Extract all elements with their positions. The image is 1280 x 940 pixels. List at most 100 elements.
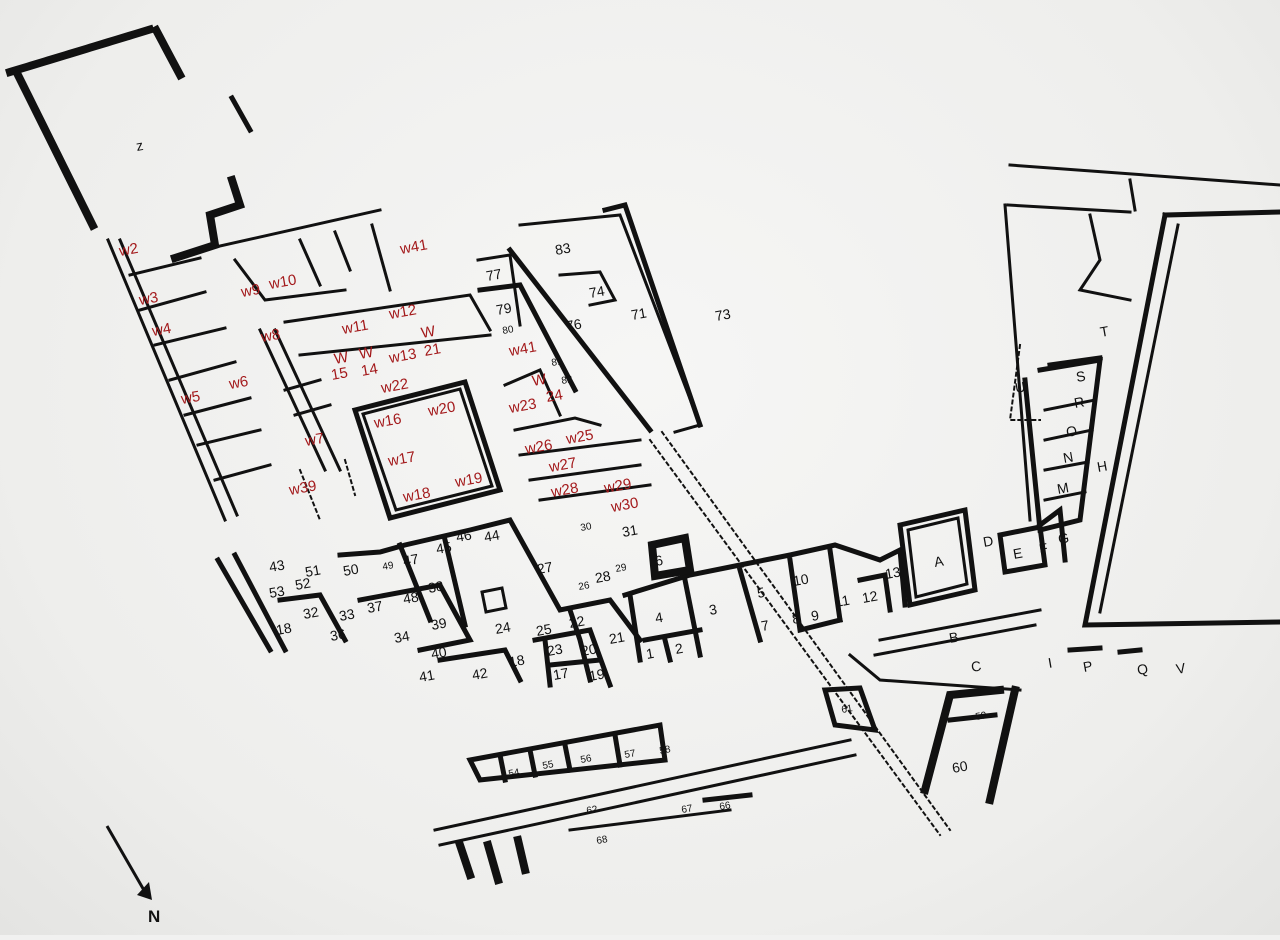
room-label-19: 47 bbox=[402, 550, 420, 568]
room-label-39: 20 bbox=[580, 640, 598, 658]
red-room-label-2: w4 bbox=[150, 320, 173, 340]
room-label-50: 3 bbox=[708, 601, 719, 618]
red-room-label-11: w41 bbox=[398, 236, 429, 258]
red-room-label-28: w41 bbox=[507, 338, 538, 360]
red-room-label-19: w22 bbox=[379, 375, 410, 397]
red-room-label-5: w7 bbox=[303, 430, 326, 450]
room-label-90: 66 bbox=[719, 800, 732, 813]
room-label-10: 82 bbox=[561, 374, 574, 387]
room-label-72: H bbox=[1096, 457, 1109, 475]
room-label-43: 26 bbox=[578, 580, 591, 593]
red-room-label-4: w6 bbox=[227, 373, 250, 393]
room-label-44: 28 bbox=[594, 567, 612, 585]
room-label-38: 23 bbox=[546, 640, 564, 658]
red-room-label-15: W bbox=[358, 344, 376, 363]
north-label: N bbox=[148, 907, 160, 926]
red-room-label-6: w8 bbox=[259, 326, 282, 346]
red-room-label-24: w19 bbox=[453, 469, 484, 491]
room-label-68: I bbox=[1047, 655, 1054, 671]
room-label-80: 59 bbox=[975, 710, 988, 723]
red-room-label-12: W bbox=[420, 323, 438, 342]
room-label-45: 29 bbox=[615, 562, 628, 575]
room-label-63: E bbox=[1012, 545, 1024, 562]
red-room-label-32: w28 bbox=[549, 479, 580, 501]
room-label-31: 41 bbox=[418, 666, 436, 684]
room-label-16: 18 bbox=[275, 619, 293, 637]
room-label-28: 34 bbox=[393, 627, 411, 645]
red-room-label-27: 24 bbox=[545, 386, 564, 406]
red-room-label-1: w3 bbox=[137, 289, 160, 309]
room-label-75: O bbox=[1065, 422, 1079, 440]
red-room-label-17: W bbox=[333, 349, 351, 368]
room-label-73: M bbox=[1056, 479, 1070, 497]
room-label-13: 53 bbox=[268, 582, 286, 600]
room-label-36: 25 bbox=[535, 620, 553, 638]
room-label-66: B bbox=[948, 629, 960, 646]
room-label-55: 7 bbox=[760, 617, 771, 634]
red-room-label-25: w23 bbox=[507, 395, 538, 417]
room-label-54: 10 bbox=[792, 570, 810, 588]
room-label-52: 2 bbox=[674, 640, 685, 657]
room-label-60: 13 bbox=[884, 563, 902, 581]
room-label-29: 39 bbox=[430, 614, 448, 632]
room-label-83: 54 bbox=[508, 767, 521, 780]
room-label-69: P bbox=[1082, 658, 1094, 675]
room-label-86: 57 bbox=[624, 748, 637, 761]
room-label-57: 9 bbox=[810, 607, 821, 624]
room-label-25: 48 bbox=[402, 588, 420, 606]
red-room-label-9: w11 bbox=[340, 317, 370, 339]
room-label-49: 4 bbox=[654, 609, 665, 626]
room-label-58: 11 bbox=[834, 592, 851, 610]
room-label-22: 44 bbox=[483, 526, 501, 544]
red-room-label-0: w2 bbox=[117, 240, 140, 260]
red-room-label-20: w16 bbox=[372, 410, 403, 432]
room-label-2: 77 bbox=[485, 265, 503, 283]
room-label-11: 43 bbox=[268, 556, 286, 574]
room-label-3: 79 bbox=[495, 299, 513, 317]
room-label-26: 38 bbox=[427, 577, 445, 595]
room-label-37: 22 bbox=[568, 612, 586, 630]
room-label-15: 32 bbox=[302, 603, 320, 621]
room-label-47: 31 bbox=[621, 521, 639, 539]
room-label-5: 71 bbox=[630, 304, 648, 322]
red-room-label-30: w26 bbox=[523, 436, 554, 458]
room-label-84: 55 bbox=[542, 759, 555, 772]
north-arrowhead-icon bbox=[137, 882, 152, 900]
walls bbox=[5, 23, 1280, 885]
room-label-88: 62 bbox=[586, 804, 599, 817]
room-label-1: 83 bbox=[554, 239, 572, 257]
room-label-23: 33 bbox=[338, 605, 356, 623]
red-room-label-23: w18 bbox=[401, 484, 432, 506]
room-label-70: Q bbox=[1136, 660, 1150, 678]
room-label-87: 58 bbox=[659, 744, 672, 757]
room-label-32: 42 bbox=[471, 664, 489, 682]
room-label-24: 37 bbox=[366, 597, 384, 615]
room-label-64: F bbox=[1038, 540, 1049, 557]
room-label-79: U bbox=[1014, 378, 1027, 396]
room-label-67: C bbox=[970, 657, 983, 675]
room-label-8: 80 bbox=[502, 324, 515, 337]
red-room-label-14: w13 bbox=[387, 345, 418, 367]
red-room-label-31: w27 bbox=[547, 454, 578, 476]
room-label-20: 45 bbox=[435, 538, 453, 556]
room-label-21: 46 bbox=[455, 526, 473, 544]
red-room-label-22: w17 bbox=[386, 448, 417, 470]
room-label-12: 51 bbox=[304, 561, 322, 579]
red-room-label-29: w25 bbox=[564, 426, 595, 448]
red-room-label-3: w5 bbox=[179, 388, 202, 408]
room-label-30: 40 bbox=[430, 643, 448, 661]
room-label-40: 17 bbox=[552, 664, 570, 682]
room-label-62: D bbox=[982, 532, 995, 550]
room-label-71: V bbox=[1175, 659, 1188, 676]
red-room-label-21: w20 bbox=[426, 398, 457, 420]
north-arrow-icon bbox=[105, 825, 147, 893]
north-arrow: N bbox=[105, 825, 160, 926]
room-label-4: 74 bbox=[588, 282, 606, 300]
room-label-51: 1 bbox=[645, 645, 656, 662]
room-label-78: T bbox=[1099, 323, 1111, 340]
room-label-56: 8 bbox=[791, 610, 802, 627]
room-label-89: 67 bbox=[681, 803, 694, 816]
room-label-18: 49 bbox=[382, 560, 395, 573]
